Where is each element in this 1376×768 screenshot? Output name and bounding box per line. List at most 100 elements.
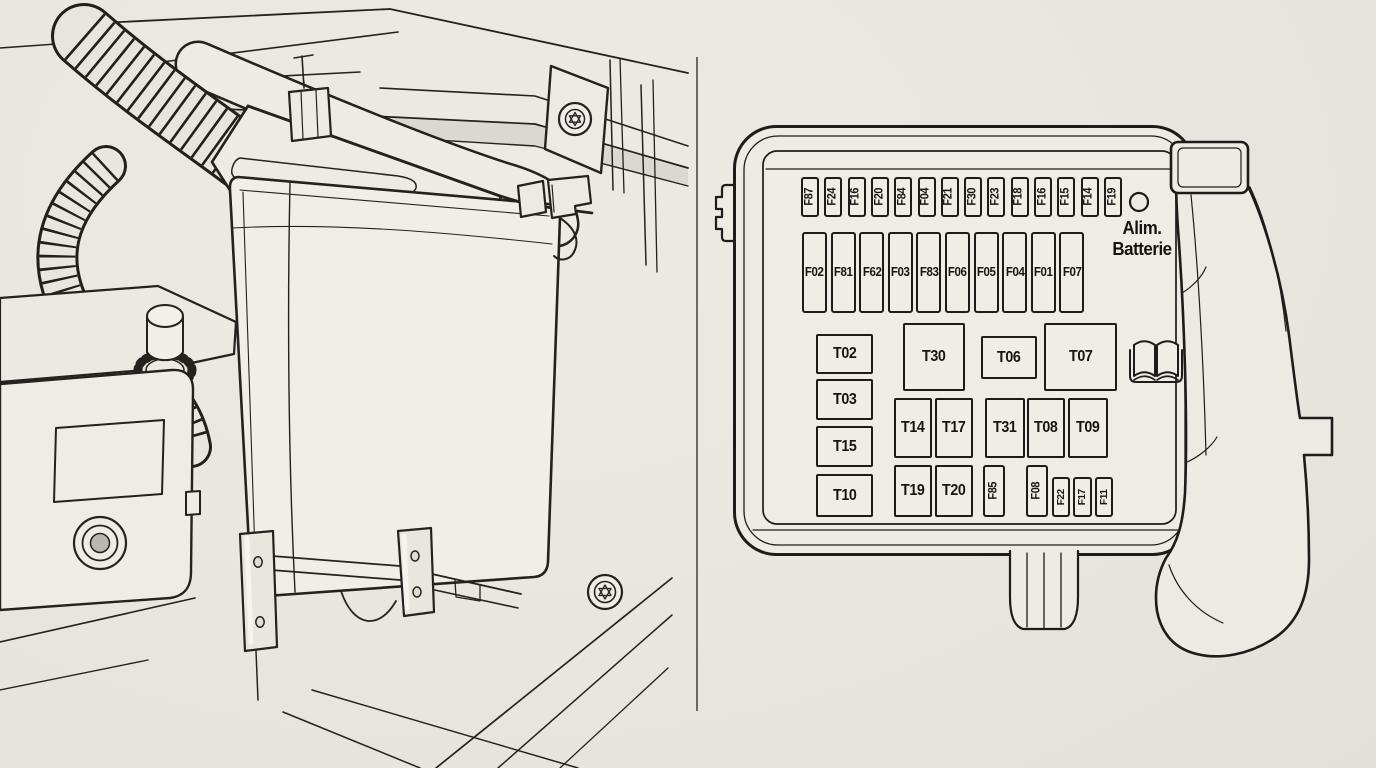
fuse-cell: F62 <box>859 232 885 313</box>
fuse-cell-label: F87 <box>803 188 816 206</box>
relay-cell: T07 <box>1044 323 1117 391</box>
fuse-cell-label: F84 <box>896 188 909 206</box>
relay-cell-label: T09 <box>1076 419 1100 437</box>
relay-cell: T09 <box>1068 398 1108 458</box>
relay-cell: T14 <box>894 398 932 458</box>
fuse-cell-label: F07 <box>1062 265 1082 280</box>
relay-cell-label: T07 <box>1068 348 1093 366</box>
relay-cell-label: T02 <box>832 345 857 363</box>
lower-tab <box>1008 549 1080 631</box>
battery-feed-label-line1: Alim. <box>1122 218 1162 238</box>
fuse-cell: F20 <box>870 177 889 217</box>
fuse-cell: F17 <box>1073 477 1092 517</box>
fuse-cell: F83 <box>916 232 942 313</box>
battery-feed-label: Alim. Batterie <box>1102 218 1183 260</box>
relay-cell: T17 <box>935 398 973 458</box>
fuse-cell-label: F24 <box>826 188 839 206</box>
fuse-cell: F11 <box>1095 477 1113 517</box>
fuse-cell: F30 <box>964 177 983 217</box>
fuse-cell: F08 <box>1026 465 1048 517</box>
battery-feed-circle-indicator <box>1128 191 1150 213</box>
fuse-cell-label: F04 <box>1005 265 1025 280</box>
fuse-cell: F19 <box>1103 177 1122 217</box>
fuse-cell: F21 <box>940 177 959 217</box>
fuse-cell: F24 <box>824 177 843 217</box>
relay-cell-label: T20 <box>942 482 966 500</box>
relay-cell: T30 <box>903 323 965 391</box>
relay-cell-label: T17 <box>942 419 966 437</box>
fuse-cell: F84 <box>894 177 913 217</box>
battery <box>0 284 238 691</box>
fuse-cell-label: F23 <box>989 188 1002 206</box>
relay-cell: T06 <box>981 336 1037 379</box>
fuse-cell-label: F16 <box>849 188 862 206</box>
fuse-cell-label: F22 <box>1054 488 1067 506</box>
fuse-cell: F04 <box>1002 232 1028 313</box>
relay-cell-label: T15 <box>832 437 857 455</box>
fuse-cell-label: F17 <box>1076 488 1089 506</box>
fuse-cell: F14 <box>1080 177 1099 217</box>
fuse-cell-label: F83 <box>919 265 939 280</box>
fuse-cell: F16 <box>847 177 866 217</box>
relay-cell: T10 <box>816 474 873 517</box>
relay-cell: T08 <box>1027 398 1065 458</box>
divider-line <box>696 57 698 711</box>
fuse-cell-label: F16 <box>1036 188 1049 206</box>
relay-cell: T02 <box>816 334 873 374</box>
bracket-arm <box>1154 175 1334 658</box>
fuse-cell-label: F20 <box>873 188 886 206</box>
mounting-brackets <box>238 526 522 701</box>
fuse-cell-label: F04 <box>919 188 932 206</box>
lower-body-lines <box>282 577 673 768</box>
fuse-cell: F01 <box>1030 232 1056 313</box>
fuse-cell: F02 <box>802 232 827 313</box>
fuse-cell-label: F03 <box>890 265 910 280</box>
fuse-cell-label: F21 <box>943 188 956 206</box>
fuse-cell-label: F02 <box>805 265 824 280</box>
relay-cell: T15 <box>816 426 873 467</box>
fuse-cell-label: F15 <box>1059 188 1072 206</box>
fuse-cell-label: F30 <box>966 188 979 206</box>
relay-cell: T20 <box>935 465 973 517</box>
fuse-cell-label: F06 <box>948 265 967 280</box>
fuse-cell-label: F05 <box>976 265 996 280</box>
relay-cell: T03 <box>816 379 873 420</box>
relay-cell-label: T06 <box>997 348 1021 366</box>
fuse-cell: F23 <box>987 177 1006 217</box>
relay-cell-label: T10 <box>832 486 857 504</box>
torx-screw-bottom-icon <box>586 573 624 611</box>
fuse-cell: F04 <box>917 177 936 217</box>
relay-cell: T19 <box>894 465 932 517</box>
relay-cell-label: T30 <box>922 348 946 366</box>
fuse-cell-label: F11 <box>1097 489 1110 505</box>
fuse-cell: F05 <box>973 232 999 313</box>
fuse-cell-label: F18 <box>1012 188 1025 206</box>
relay-cell-label: T14 <box>901 419 925 437</box>
fuse-cell: F22 <box>1052 477 1070 517</box>
relay-cell: T31 <box>985 398 1025 458</box>
fuse-box-cover <box>210 54 594 598</box>
fuse-cell: F06 <box>945 232 970 313</box>
relay-cell-label: T31 <box>993 419 1017 437</box>
fuse-cell: F81 <box>830 232 856 313</box>
fuse-cell-label: F19 <box>1106 188 1119 206</box>
torx-screw-top-icon <box>557 101 593 137</box>
engine-bay-illustration <box>0 3 689 768</box>
fuse-cell-label: F01 <box>1033 265 1053 280</box>
fuse-cell: F87 <box>801 177 819 217</box>
relay-cell-label: T08 <box>1034 419 1058 437</box>
relay-cell-label: T03 <box>832 390 857 408</box>
fuse-cell-label: F14 <box>1082 188 1095 206</box>
fuse-cell: F16 <box>1034 177 1052 217</box>
top-clip <box>1169 140 1250 195</box>
battery-feed-label-line2: Batterie <box>1112 239 1172 259</box>
fuse-cell: F07 <box>1059 232 1085 313</box>
fuse-cell-label: F85 <box>987 482 1000 500</box>
relay-cell-label: T19 <box>901 482 925 500</box>
fuse-cell-label: F08 <box>1030 482 1043 500</box>
fuse-cell: F03 <box>887 232 913 313</box>
fuse-cell: F85 <box>983 465 1005 517</box>
